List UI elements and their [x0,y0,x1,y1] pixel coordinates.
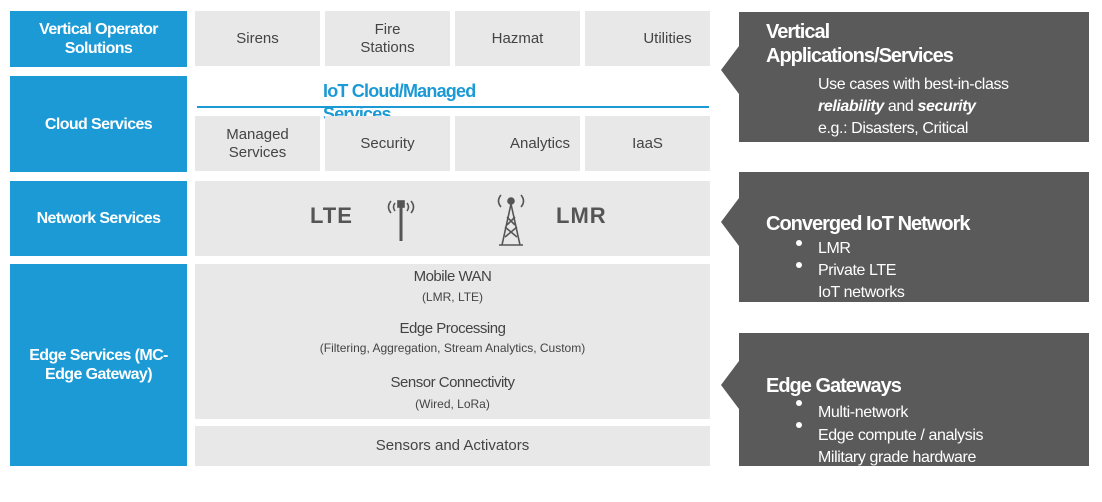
vertical-apps-title: Vertical Applications/Services [766,21,954,67]
vertical-operator-label: Vertical Operator Solutions [10,11,187,67]
edge-item-compute: Edge compute / analysis [818,427,984,444]
mobile-wan-label: Mobile WAN [413,268,492,285]
converged-network-pointer [721,198,739,246]
vertical-apps-pointer [721,46,739,94]
analytics-label: Analytics [509,134,571,152]
mobile-wan-sub: (LMR, LTE) [421,290,484,304]
utilities-label: Utilities [643,29,692,47]
lte-label: LTE [310,203,353,228]
radio-tower-icon [497,194,525,246]
iaas-label: IaaS [632,134,663,152]
edge-processing-label: Edge Processing [399,320,506,337]
antenna-icon [387,200,415,241]
network-item-iot: IoT networks [818,284,905,301]
network-item-private-lte: Private LTE [818,262,896,279]
lmr-label: LMR [556,203,607,228]
fire-stations-box: Fire Stations [325,11,450,66]
and-text: and [883,98,918,115]
hazmat-label: Hazmat [491,29,544,47]
network-row: LTE LMR [195,181,710,256]
cloud-services-label: Cloud Services [10,76,187,172]
converged-network-panel: Converged IoT Network LMR Private LTE Io… [739,172,1089,302]
bullet-icon [796,240,802,246]
managed-services-label: Managed Services [226,125,289,161]
vertical-apps-line3: e.g.: Disasters, Critical [818,120,969,137]
network-item-lmr: LMR [818,240,851,257]
reliability-text: reliability [818,98,884,115]
vertical-apps-line2: reliability and security [818,96,976,118]
security-text: security [917,98,976,115]
sensors-activators-box: Sensors and Activators [195,426,710,466]
edge-item-hardware: Military grade hardware [818,449,976,466]
edge-gateways-pointer [721,361,739,409]
edge-gateways-title: Edge Gateways [766,375,902,397]
converged-network-title: Converged IoT Network [766,213,970,235]
sensor-connectivity-label: Sensor Connectivity [390,374,515,391]
sirens-label: Sirens [236,29,279,47]
sensors-activators-label: Sensors and Activators [375,437,530,454]
edge-processing-sub: (Filtering, Aggregation, Stream Analytic… [319,341,586,355]
bullet-icon [796,400,802,406]
sirens-box: Sirens [195,11,320,66]
bullet-icon [796,422,802,428]
vertical-apps-panel: Vertical Applications/Services Use cases… [739,12,1089,142]
managed-services-box: Managed Services [195,116,320,171]
edge-item-multi-network: Multi-network [818,404,908,421]
security-box: Security [325,116,450,171]
hazmat-box: Hazmat [455,11,580,66]
security-label: Security [360,134,415,152]
edge-gateways-panel: Edge Gateways Multi-network Edge compute… [739,333,1089,466]
iaas-box: IaaS [585,116,710,171]
network-services-label: Network Services [10,181,187,256]
utilities-box: Utilities [585,11,710,66]
vertical-apps-line1: Use cases with best-in-class [818,76,1009,93]
analytics-box: Analytics [455,116,580,171]
edge-services-label: Edge Services (MC-Edge Gateway) [10,264,187,466]
edge-area: Mobile WAN (LMR, LTE) Edge Processing (F… [195,264,710,419]
cloud-divider-line [197,106,709,108]
sensor-connectivity-sub: (Wired, LoRa) [415,397,490,411]
fire-stations-label: Fire Stations [360,20,415,56]
bullet-icon [796,262,802,268]
